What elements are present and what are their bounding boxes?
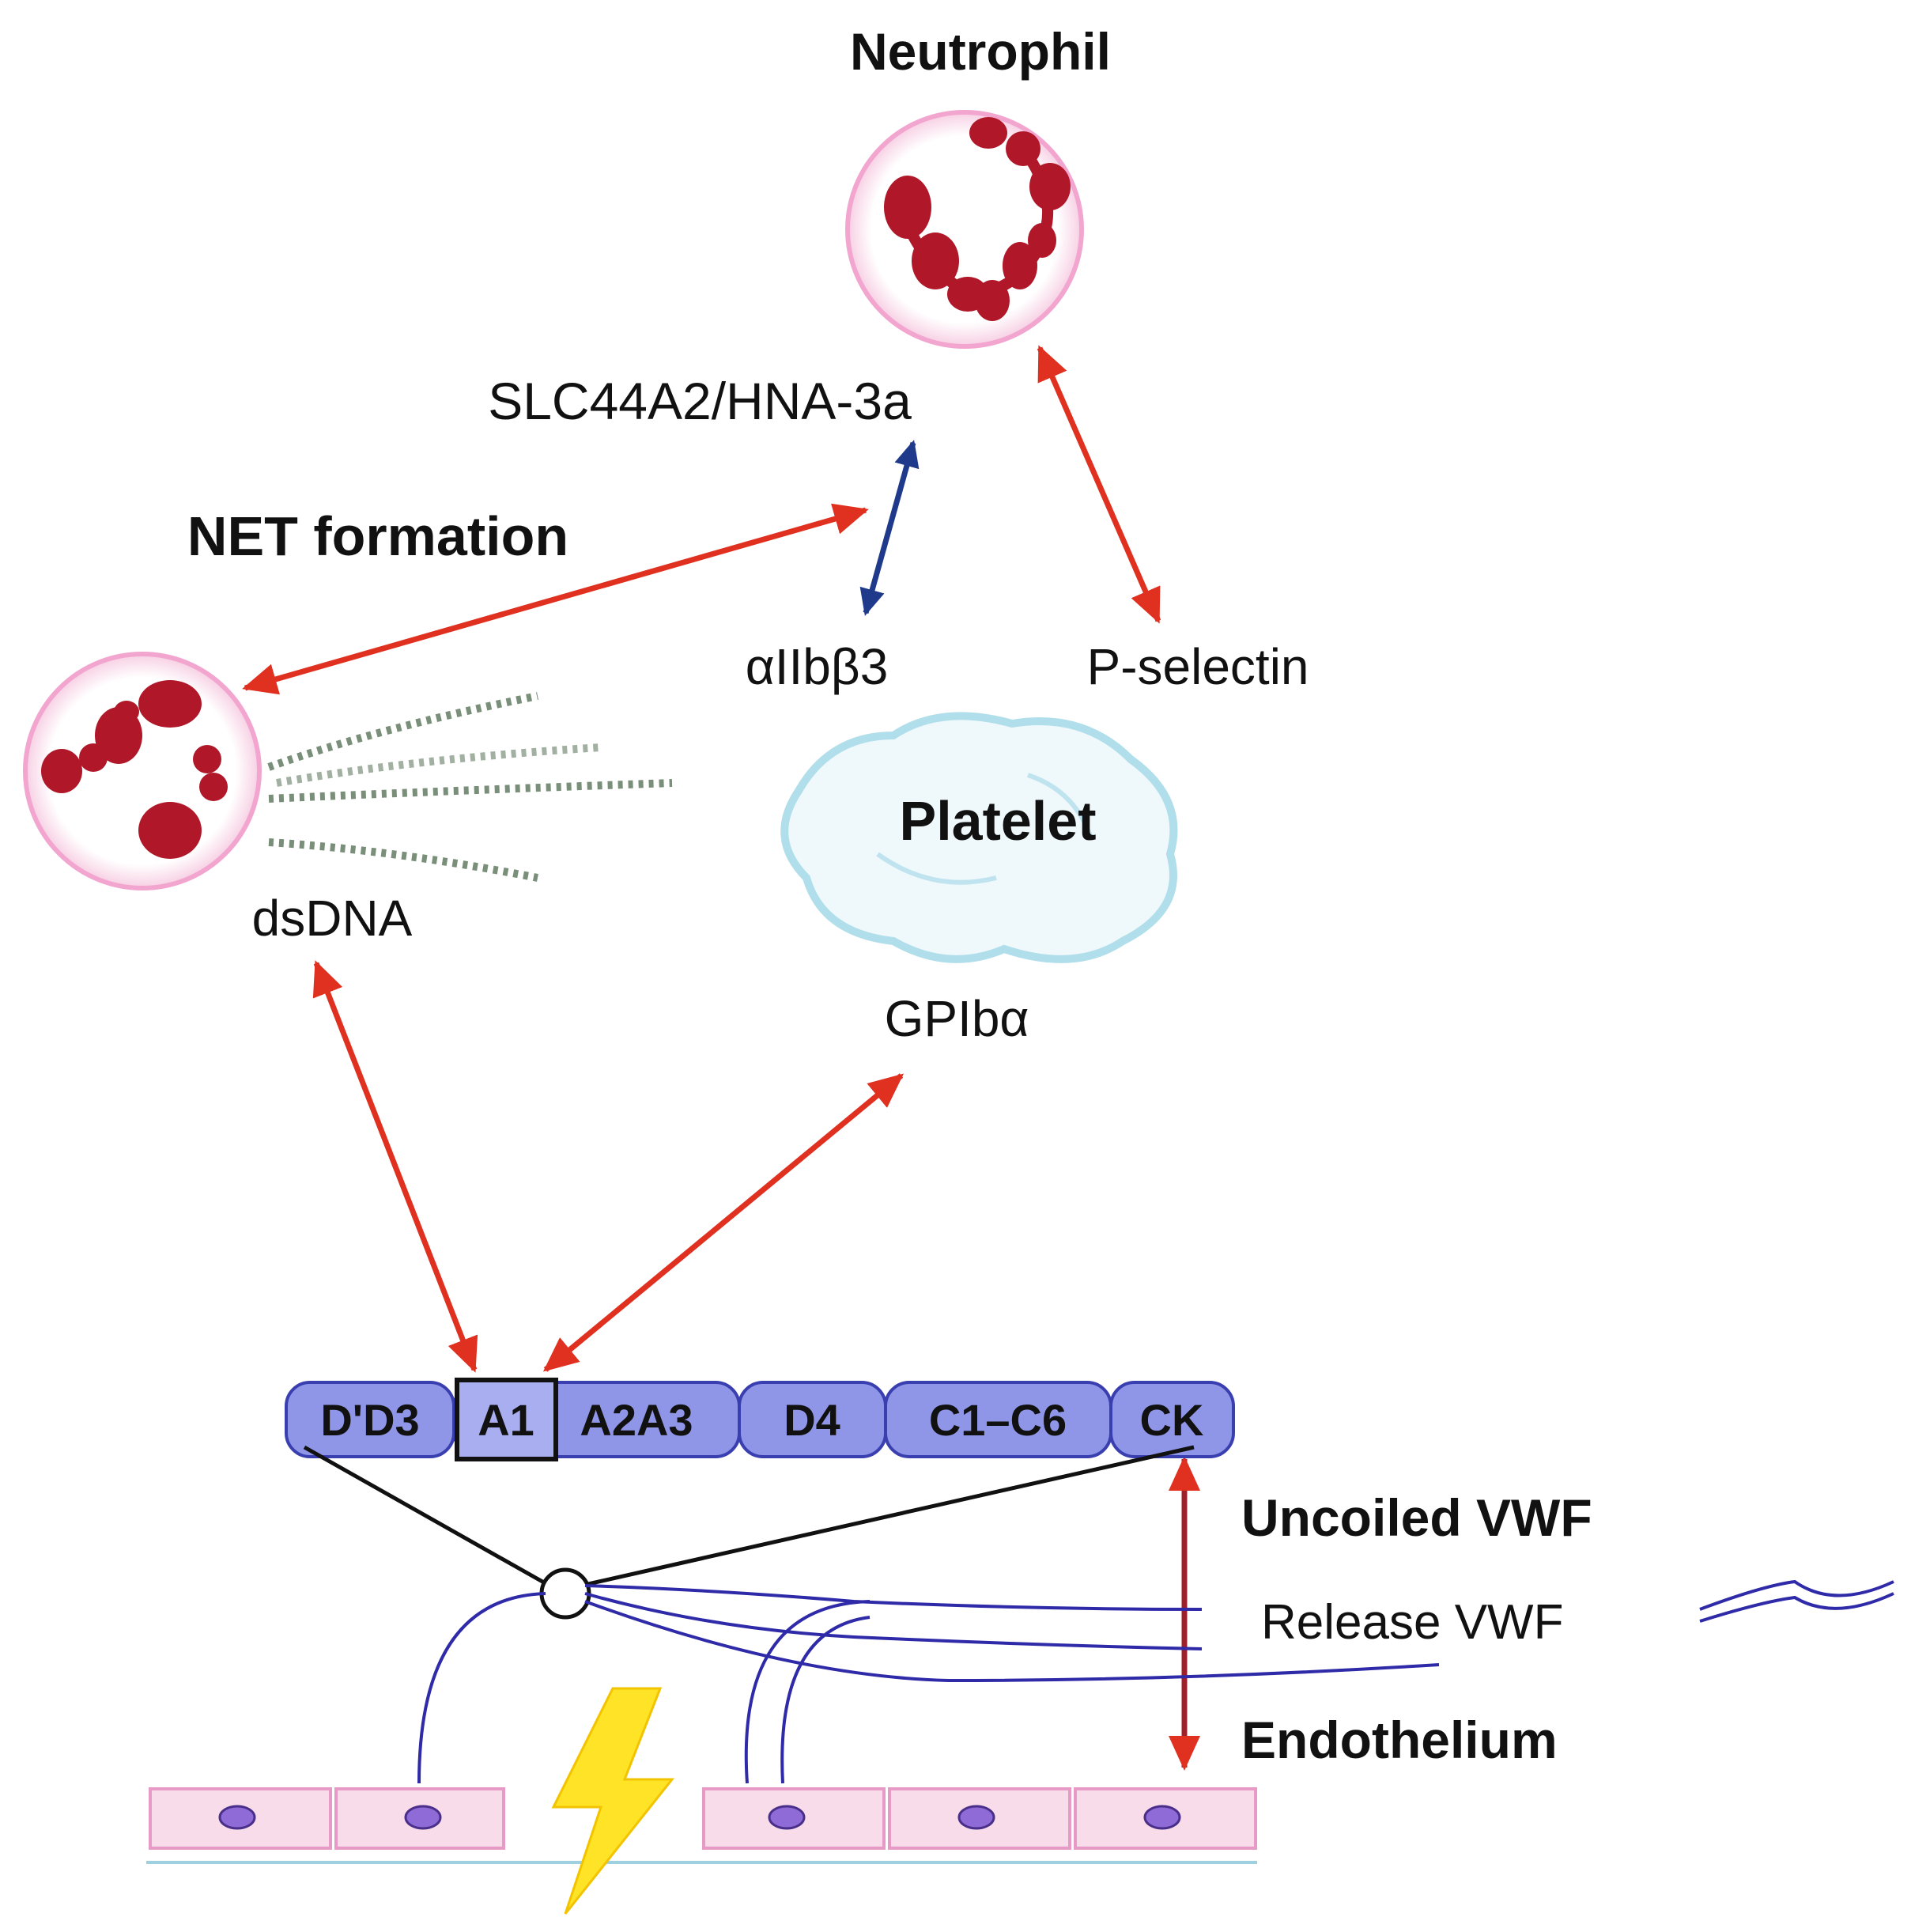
slc44a2-label: SLC44A2/HNA-3a	[488, 372, 912, 430]
neutrophil-label: Neutrophil	[850, 22, 1111, 81]
lightning-bolt-icon	[551, 1687, 675, 1915]
endothelial-cell	[888, 1787, 1071, 1850]
gpib-a1-arrow	[542, 1073, 905, 1372]
cell-nucleus	[957, 1805, 995, 1830]
vwf-domain-bar: D'D3 A1 A2A3 D4 C1–C6 CK	[285, 1378, 1235, 1461]
vwf-zoom-circle	[539, 1567, 591, 1620]
gpib-label: GPIbα	[885, 990, 1029, 1047]
neutrophil-pselectin-arrow	[1037, 345, 1161, 624]
endothelium-layer	[146, 1787, 1257, 1864]
neutrophil-cell	[845, 110, 1084, 349]
slc-aiib-arrow	[859, 440, 920, 616]
neutrophil-nucleus	[884, 117, 1071, 321]
dsdna-strands-icon	[267, 692, 673, 882]
vwf-domain-c1-c6-label: C1–C6	[929, 1395, 1067, 1445]
release-vwf-label: Release VWF	[1261, 1595, 1563, 1650]
dsdna-a1-arrow	[312, 960, 478, 1373]
vwf-domain-a1-label: A1	[478, 1395, 534, 1445]
vwf-domain-d4-label: D4	[784, 1395, 840, 1445]
zoom-lines	[303, 1445, 1195, 1588]
net-formation-label: NET formation	[187, 505, 568, 567]
net-neutrophil-cell	[23, 652, 262, 890]
cell-nucleus	[404, 1805, 442, 1830]
vwf-domain-ck-label: CK	[1140, 1395, 1204, 1445]
dsdna-label: dsDNA	[252, 890, 413, 947]
cell-nucleus	[768, 1805, 806, 1830]
aiib-b3-label: αIIbβ3	[746, 638, 889, 695]
platelet-label: Platelet	[900, 790, 1097, 852]
net-formation-arrow	[242, 503, 869, 695]
vwf-domain-a1-box	[455, 1378, 558, 1461]
vwf-domain-d-d3-label: D'D3	[320, 1395, 419, 1445]
p-selectin-label: P-selectin	[1087, 638, 1309, 695]
vwf-strands	[417, 1579, 1894, 1784]
uncoiled-vwf-label: Uncoiled VWF	[1241, 1488, 1592, 1547]
vwf-domain-ck	[1109, 1381, 1235, 1458]
vwf-domain-a2a3-label: A2A3	[580, 1395, 693, 1445]
net-neutrophil-nucleus	[41, 680, 228, 859]
platelet-cell	[780, 712, 1178, 963]
cell-nucleus	[1143, 1805, 1181, 1830]
endothelium-label: Endothelium	[1241, 1711, 1558, 1769]
cell-nucleus	[218, 1805, 256, 1830]
